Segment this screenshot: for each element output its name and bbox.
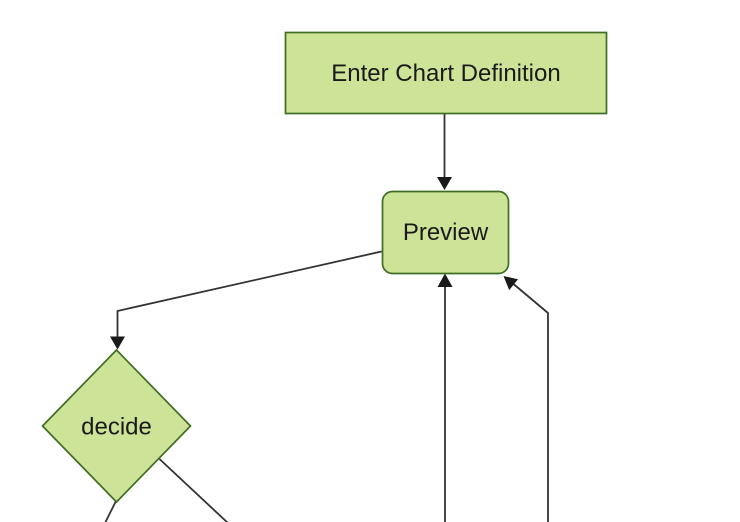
node-decide-shape: [41, 348, 192, 504]
node-decide: decide: [41, 348, 192, 504]
edge-line: [104, 500, 117, 522]
node-enter-chart-definition-shape: [284, 31, 608, 115]
node-preview-label: Preview: [403, 219, 489, 246]
edge-decide-offscreen-bottom-right: [158, 458, 229, 522]
arrowhead-icon: [437, 177, 452, 190]
arrowhead-icon: [503, 276, 518, 291]
edge-line: [509, 280, 549, 522]
edge-enter-to-preview: [437, 113, 452, 190]
edge-preview-to-decide: [110, 250, 382, 350]
arrowhead-icon: [437, 273, 453, 287]
edge-bottom-to-preview: [437, 273, 453, 522]
node-decide-label: decide: [81, 414, 152, 441]
edge-line: [116, 250, 382, 342]
arrowhead-icon: [110, 336, 125, 350]
node-preview: Preview: [381, 190, 510, 275]
edge-decide-offscreen-bottom-left: [104, 500, 117, 522]
node-preview-shape: [381, 190, 510, 275]
node-enter-chart-definition-label: Enter Chart Definition: [331, 60, 560, 87]
edge-bottom-right-to-preview: [503, 276, 549, 522]
node-enter-chart-definition: Enter Chart Definition: [284, 31, 608, 115]
edge-line: [158, 458, 229, 522]
